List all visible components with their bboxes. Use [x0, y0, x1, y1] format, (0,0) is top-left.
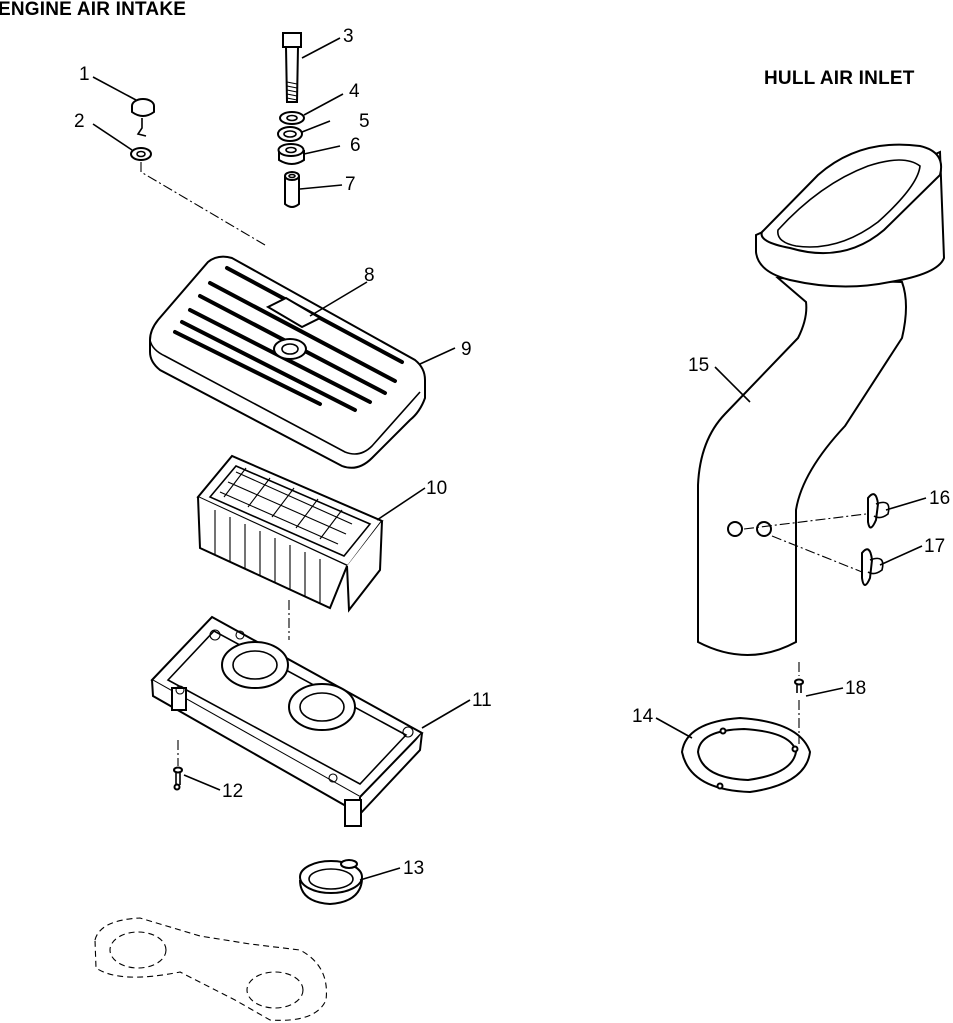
callout-8: 8 [364, 265, 375, 286]
callout-10: 10 [426, 478, 447, 499]
callout-7: 7 [345, 174, 356, 195]
part-17-clip [861, 548, 884, 586]
callout-15: 15 [688, 355, 709, 376]
part-14-ring [680, 716, 812, 794]
leader-lines [92, 37, 927, 881]
callout-1: 1 [79, 64, 90, 85]
engine-air-intake-title: ENGINE AIR INTAKE [0, 0, 187, 20]
callout-9: 9 [461, 339, 472, 360]
callout-14: 14 [632, 706, 654, 727]
part-2-washer [130, 147, 152, 161]
callout-13: 13 [403, 858, 424, 879]
hull-air-inlet-title: HULL AIR INLET [764, 68, 915, 89]
part-3-bolt [282, 32, 302, 103]
callout-3: 3 [343, 26, 354, 47]
part-5-washer [277, 126, 303, 142]
part-6-grommet [277, 143, 305, 165]
callout-5: 5 [359, 111, 370, 132]
part-10-air-filter [196, 454, 384, 613]
part-18-screw [794, 662, 804, 744]
part-1-knob [131, 98, 155, 137]
part-15-hull-duct [697, 143, 946, 656]
part-11-air-box-base [150, 615, 424, 827]
gasket-reference-outline [94, 917, 328, 1021]
callout-16: 16 [929, 488, 950, 509]
part-7-spacer [284, 171, 300, 208]
callout-18: 18 [845, 678, 866, 699]
callout-labels: 1 2 3 4 5 6 7 8 9 10 11 12 13 14 15 16 1… [74, 26, 950, 879]
callout-4: 4 [349, 81, 360, 102]
part-9-air-box-cover [149, 255, 426, 469]
callout-6: 6 [350, 135, 361, 156]
part-4-lock-washer [279, 111, 305, 125]
part-12-screw [173, 766, 183, 791]
part-8-label [265, 296, 323, 329]
callout-12: 12 [222, 781, 243, 802]
callout-11: 11 [472, 690, 492, 711]
callout-2: 2 [74, 111, 85, 132]
part-16-clip [867, 493, 890, 529]
callout-17: 17 [924, 536, 945, 557]
part-13-grommet [299, 859, 363, 906]
